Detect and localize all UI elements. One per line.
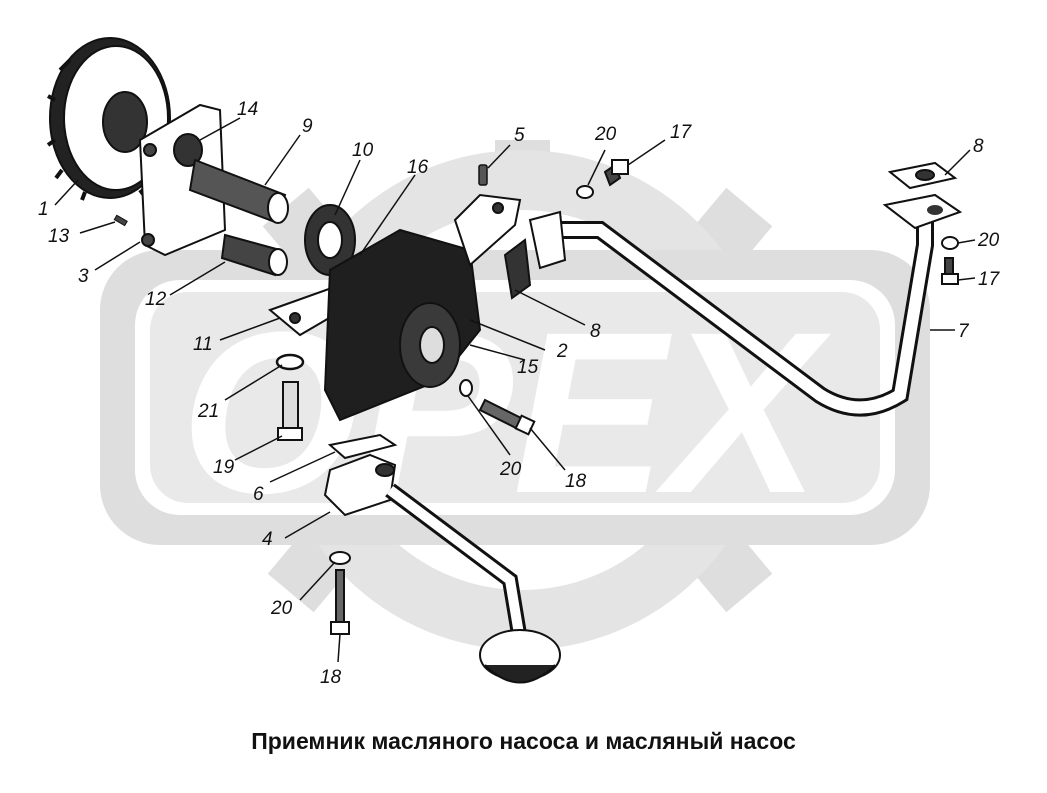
callout-19: 19 (213, 457, 235, 478)
leader-lines (54, 117, 976, 663)
callout-10: 10 (352, 140, 374, 161)
part-8-gasket-right (887, 161, 958, 190)
callout-14: 14 (237, 99, 258, 120)
part-2-pump-body (323, 193, 522, 422)
part-4-oil-pickup (323, 453, 561, 684)
callout-2: 2 (556, 341, 568, 362)
part-20-washer-top (576, 185, 594, 199)
callout-20-bottom: 20 (270, 598, 293, 619)
callout-18-bottom: 18 (320, 667, 342, 688)
part-20-washer-right (941, 236, 959, 250)
part-17-bolt-top (603, 159, 629, 187)
callout-9: 9 (302, 116, 313, 137)
part-7-oil-tube (528, 193, 963, 417)
diagram-caption: Приемник масляного насоса и масляный нас… (251, 728, 796, 754)
callout-16: 16 (407, 157, 429, 178)
part-21-ring (275, 353, 305, 371)
part-6-gasket (327, 433, 398, 460)
callout-7: 7 (958, 321, 970, 342)
part-14-pump-cover (138, 103, 227, 257)
callout-8-left: 8 (590, 321, 601, 342)
callout-12: 12 (145, 289, 167, 310)
part-20-washer-bottom (329, 551, 351, 565)
callout-4: 4 (262, 529, 273, 550)
callout-17-top: 17 (670, 122, 693, 143)
callout-15: 15 (517, 357, 539, 378)
part-18-bolt-mid (478, 398, 536, 436)
callout-11: 11 (193, 334, 213, 355)
part-12-pin (220, 233, 288, 277)
part-17-bolt-right (941, 257, 959, 285)
part-8-gasket-left (503, 238, 532, 300)
part-5-pin (478, 164, 488, 186)
part-10-driven-gear (304, 204, 356, 276)
part-19-plug (277, 381, 303, 441)
callout-3: 3 (78, 266, 89, 287)
callout-1: 1 (38, 199, 49, 220)
callout-8-right: 8 (973, 136, 984, 157)
callout-labels: 1 13 3 14 9 10 16 5 20 17 8 20 17 7 8 2 … (38, 99, 1001, 688)
callout-13: 13 (48, 226, 70, 247)
part-9-shaft (188, 158, 289, 224)
part-20-washer-mid (459, 379, 473, 397)
callout-20-top: 20 (594, 124, 617, 145)
callout-20-right: 20 (977, 230, 1000, 251)
part-13-pin (113, 214, 128, 227)
callout-5: 5 (514, 125, 525, 146)
callout-20-mid: 20 (499, 459, 522, 480)
callout-17-right: 17 (978, 269, 1001, 290)
callout-6: 6 (253, 484, 264, 505)
callout-21: 21 (197, 401, 219, 422)
callout-18-mid: 18 (565, 471, 587, 492)
